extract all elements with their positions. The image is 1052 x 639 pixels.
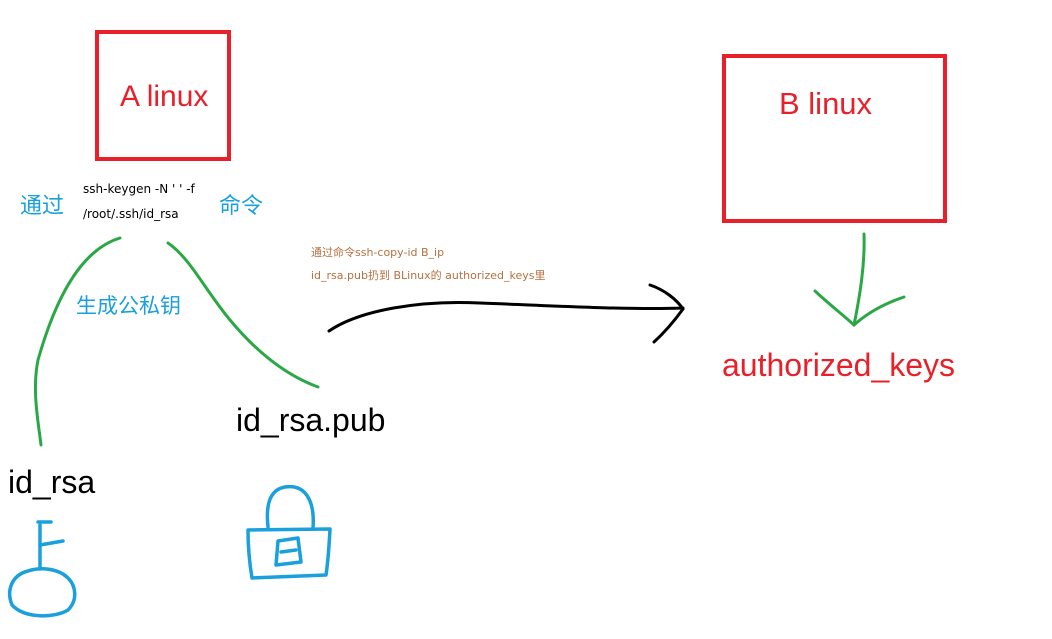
transfer-arrowhead <box>648 283 685 344</box>
transfer-arrow <box>327 301 685 333</box>
command-prefix: 通过 <box>20 194 65 219</box>
transfer-note-line-2: id_rsa.pub扔到 BLinux的 authorized_keys里 <box>311 269 546 282</box>
host-a-label: A linux <box>120 80 209 113</box>
authorized-keys-filename: authorized_keys <box>722 347 956 383</box>
public-key-filename: id_rsa.pub <box>236 402 386 438</box>
command-suffix: 命令 <box>219 194 264 219</box>
host-b-label: B linux <box>779 86 873 121</box>
down-arrow-head <box>813 289 906 328</box>
host-b-box <box>722 54 947 223</box>
lock-icon <box>246 484 332 580</box>
command-line-2: /root/.ssh/id_rsa <box>83 207 179 221</box>
generate-keys-label: 生成公私钥 <box>76 294 181 318</box>
transfer-note-line-1: 通过命令ssh-copy-id B_ip <box>311 246 445 259</box>
down-arrow-shaft <box>852 232 866 327</box>
key-icon <box>7 520 77 618</box>
private-key-branch-stroke <box>33 236 122 447</box>
command-line-1: ssh-keygen -N ' ' -f <box>83 182 195 196</box>
host-a-box <box>95 30 231 161</box>
public-key-branch-stroke <box>166 241 320 389</box>
private-key-filename: id_rsa <box>8 464 96 500</box>
